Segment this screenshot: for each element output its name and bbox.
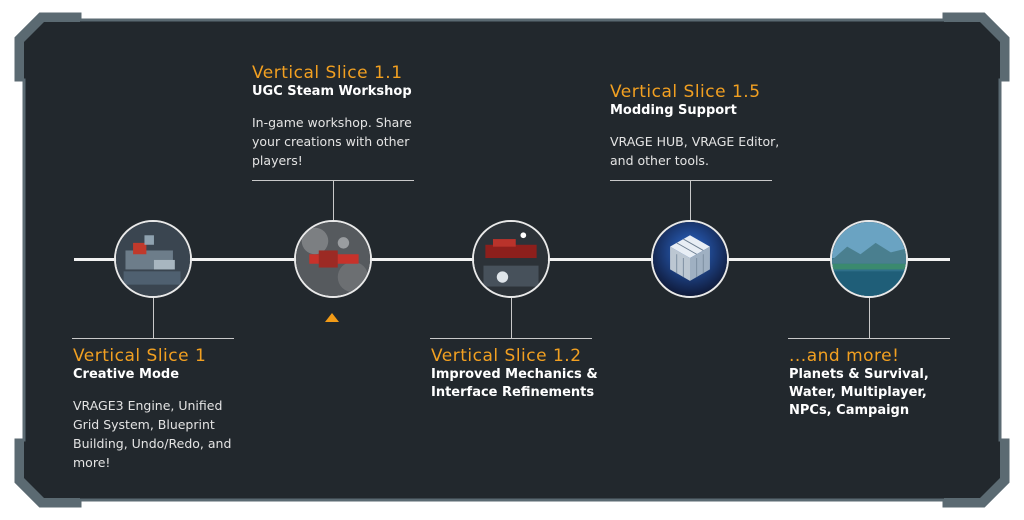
- milestone-4-title: Vertical Slice 1.5: [610, 82, 761, 102]
- current-milestone-marker: [325, 313, 339, 322]
- ship-building-image: [116, 222, 190, 296]
- milestone-1-subtitle: Creative Mode: [73, 367, 180, 382]
- milestone-1-title: Vertical Slice 1: [73, 346, 207, 366]
- asteroid-ship-image: [296, 222, 370, 296]
- milestone-3-subtitle: Improved Mechanics & Interface Refinemen…: [431, 367, 598, 400]
- milestone-2-card: Vertical Slice 1.1 UGC Steam Workshop In…: [252, 63, 422, 170]
- milestone-1-card: Vertical Slice 1 Creative Mode VRAGE3 En…: [73, 346, 243, 472]
- milestone-3-thumbnail[interactable]: [472, 220, 550, 298]
- milestone-3-title: Vertical Slice 1.2: [431, 346, 582, 366]
- astronaut-ship-image: [474, 222, 548, 296]
- milestone-4-thumbnail[interactable]: [651, 220, 729, 298]
- milestone-2-thumbnail[interactable]: [294, 220, 372, 298]
- milestone-4-description: VRAGE HUB, VRAGE Editor, and other tools…: [610, 134, 780, 168]
- milestone-1-thumbnail[interactable]: [114, 220, 192, 298]
- milestone-5-title: ...and more!: [789, 346, 900, 366]
- milestone-4-subtitle: Modding Support: [610, 103, 737, 118]
- milestone-2-description: In-game workshop. Share your creations w…: [252, 115, 412, 168]
- milestone-1-description: VRAGE3 Engine, Unified Grid System, Blue…: [73, 398, 232, 470]
- milestone-4-card: Vertical Slice 1.5 Modding Support VRAGE…: [610, 82, 780, 170]
- planet-landscape-image: [832, 222, 906, 296]
- cube-tool-icon: [653, 222, 727, 296]
- milestone-5-subtitle: Planets & Survival, Water, Multiplayer, …: [789, 367, 929, 418]
- milestone-2-subtitle: UGC Steam Workshop: [252, 84, 412, 99]
- milestone-5-card: ...and more! Planets & Survival, Water, …: [789, 346, 964, 420]
- milestone-2-title: Vertical Slice 1.1: [252, 63, 403, 83]
- milestone-3-card: Vertical Slice 1.2 Improved Mechanics & …: [431, 346, 606, 402]
- milestone-5-thumbnail[interactable]: [830, 220, 908, 298]
